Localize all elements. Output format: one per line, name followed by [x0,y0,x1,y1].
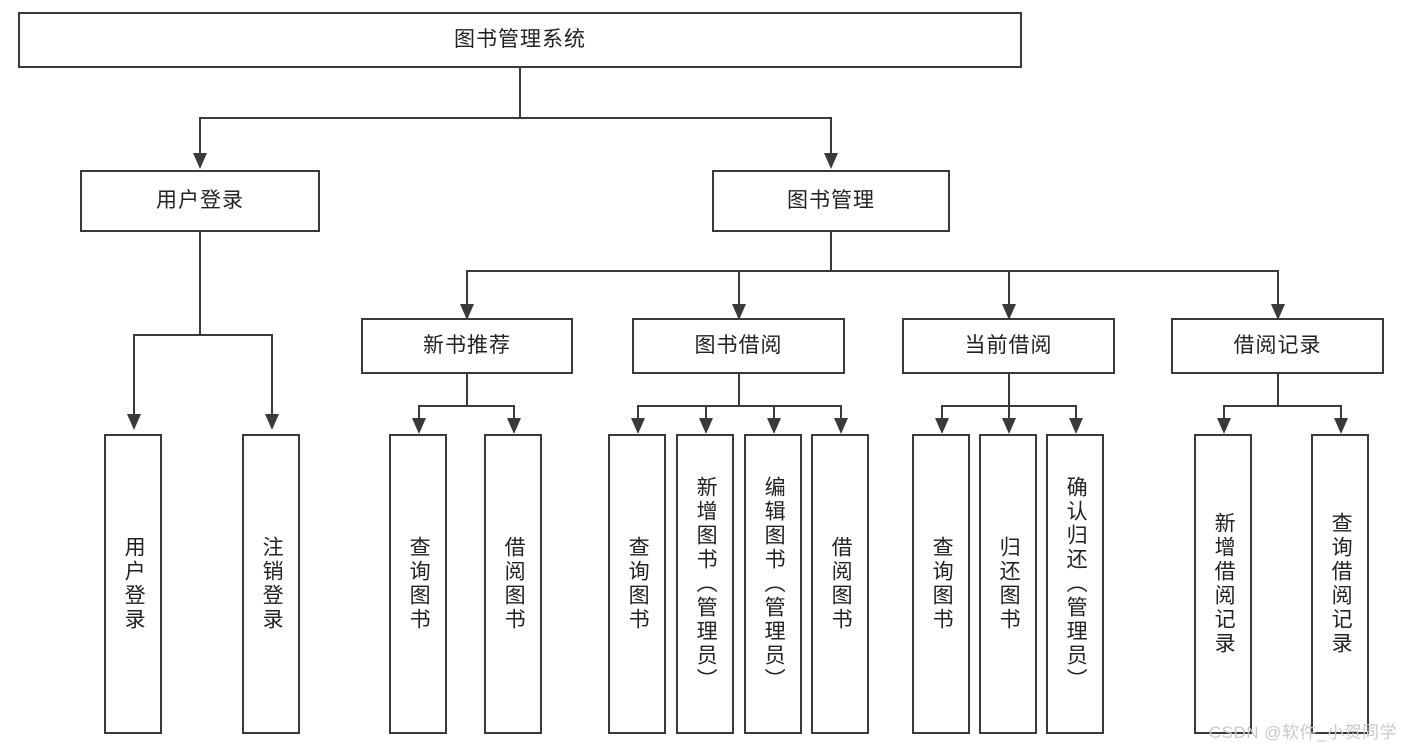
connector-root-to-user-login [199,117,201,155]
node-label: 编辑图书（管理员） [762,476,786,692]
connector-user-login-stem [199,232,201,334]
connector-user-login-to-leaf-1 [133,334,135,416]
node-leaf-user-login[interactable]: 用户登录 [104,434,162,734]
arrowhead-book-mgmt-to-l3-2 [732,304,746,320]
arrowhead-borrow-record-to-leaf-1 [1217,418,1231,434]
node-leaf-add-borrow-record[interactable]: 新增借阅记录 [1194,434,1252,734]
node-label: 借阅记录 [1233,334,1322,358]
connector-root-to-book-mgmt [830,117,832,155]
node-borrow-record[interactable]: 借阅记录 [1171,318,1384,374]
node-new-book-recommend[interactable]: 新书推荐 [361,318,573,374]
node-label: 图书管理系统 [454,28,586,52]
node-label: 图书借阅 [694,334,783,358]
connector-new-book-bar [418,405,515,407]
arrowhead-book-borrow-to-leaf-3 [767,418,781,434]
connector-book-borrow-stem [738,374,740,405]
node-leaf-query-book-borrow[interactable]: 查询图书 [608,434,666,734]
arrowhead-user-login-to-leaf-1 [127,414,141,430]
arrowhead-book-mgmt-to-l3-4 [1271,304,1285,320]
connector-borrow-record-bar [1223,405,1342,407]
connector-current-borrow-stem [1008,374,1010,405]
node-label: 归还图书 [997,536,1021,632]
connector-book-borrow-bar [637,405,841,407]
connector-new-book-to-leaf-2 [513,405,515,420]
node-label: 查询图书 [930,536,954,632]
node-leaf-query-book-current[interactable]: 查询图书 [912,434,970,734]
connector-book-mgmt-stem [830,232,832,270]
node-label: 查询图书 [407,536,431,632]
connector-current-borrow-to-leaf-2 [1008,405,1010,420]
node-label: 新书推荐 [423,334,511,358]
node-user-login[interactable]: 用户登录 [80,170,320,232]
connector-user-login-to-leaf-2 [271,334,273,416]
node-label: 借阅图书 [829,536,853,632]
connector-current-borrow-to-leaf-3 [1075,405,1077,420]
node-label: 当前借阅 [964,334,1053,358]
arrowhead-root-to-user-login [193,153,207,169]
node-label: 用户登录 [122,536,146,632]
node-leaf-confirm-return-admin[interactable]: 确认归还（管理员） [1046,434,1104,734]
node-leaf-edit-book-admin[interactable]: 编辑图书（管理员） [744,434,802,734]
node-leaf-return-book[interactable]: 归还图书 [979,434,1037,734]
connector-current-borrow-to-leaf-1 [941,405,943,420]
connector-book-mgmt-to-l3-3 [1008,270,1010,306]
connector-book-borrow-to-leaf-4 [840,405,842,420]
connector-book-mgmt-to-l3-4 [1277,270,1279,306]
connector-new-book-stem [466,374,468,405]
connector-book-borrow-to-leaf-3 [773,405,775,420]
arrowhead-book-mgmt-to-l3-3 [1002,304,1016,320]
node-leaf-query-book-recommend[interactable]: 查询图书 [389,434,447,734]
connector-root-stem [519,68,521,117]
arrowhead-book-borrow-to-leaf-1 [631,418,645,434]
arrowhead-current-borrow-to-leaf-1 [935,418,949,434]
watermark-csdn: CSDN @软件_小贺同学 [1208,723,1397,742]
node-leaf-query-borrow-record[interactable]: 查询借阅记录 [1311,434,1369,734]
node-leaf-borrow-book[interactable]: 借阅图书 [811,434,869,734]
arrowhead-root-to-book-mgmt [824,153,838,169]
arrowhead-new-book-to-leaf-2 [507,418,521,434]
node-leaf-logout-login[interactable]: 注销登录 [242,434,300,734]
node-book-borrow[interactable]: 图书借阅 [632,318,845,374]
arrowhead-book-borrow-to-leaf-2 [699,418,713,434]
node-root-system[interactable]: 图书管理系统 [18,12,1022,68]
node-leaf-borrow-book-recommend[interactable]: 借阅图书 [484,434,542,734]
arrowhead-borrow-record-to-leaf-2 [1334,418,1348,434]
arrowhead-current-borrow-to-leaf-3 [1069,418,1083,434]
node-book-management[interactable]: 图书管理 [712,170,950,232]
node-label: 借阅图书 [502,536,526,632]
node-label: 查询图书 [626,536,650,632]
arrowhead-user-login-to-leaf-2 [265,414,279,430]
node-label: 用户登录 [156,189,244,213]
node-label: 新增图书（管理员） [694,476,718,692]
connector-book-borrow-to-leaf-1 [637,405,639,420]
connector-borrow-record-to-leaf-1 [1223,405,1225,420]
node-label: 确认归还（管理员） [1064,476,1088,692]
connector-book-mgmt-bar [466,270,1278,272]
connector-book-mgmt-to-l3-1 [466,270,468,306]
connector-root-bar [199,117,831,119]
node-leaf-add-book-admin[interactable]: 新增图书（管理员） [676,434,734,734]
node-label: 新增借阅记录 [1212,512,1236,656]
node-label: 查询借阅记录 [1329,512,1353,656]
arrowhead-book-mgmt-to-l3-1 [460,304,474,320]
arrowhead-new-book-to-leaf-1 [412,418,426,434]
connector-user-login-bar [133,334,272,336]
node-label: 注销登录 [260,536,284,632]
connector-borrow-record-stem [1277,374,1279,405]
connector-borrow-record-to-leaf-2 [1340,405,1342,420]
arrowhead-current-borrow-to-leaf-2 [1002,418,1016,434]
arrowhead-book-borrow-to-leaf-4 [834,418,848,434]
node-label: 图书管理 [787,189,875,213]
connector-book-borrow-to-leaf-2 [705,405,707,420]
node-current-borrow[interactable]: 当前借阅 [902,318,1115,374]
connector-book-mgmt-to-l3-2 [738,270,740,306]
connector-new-book-to-leaf-1 [418,405,420,420]
